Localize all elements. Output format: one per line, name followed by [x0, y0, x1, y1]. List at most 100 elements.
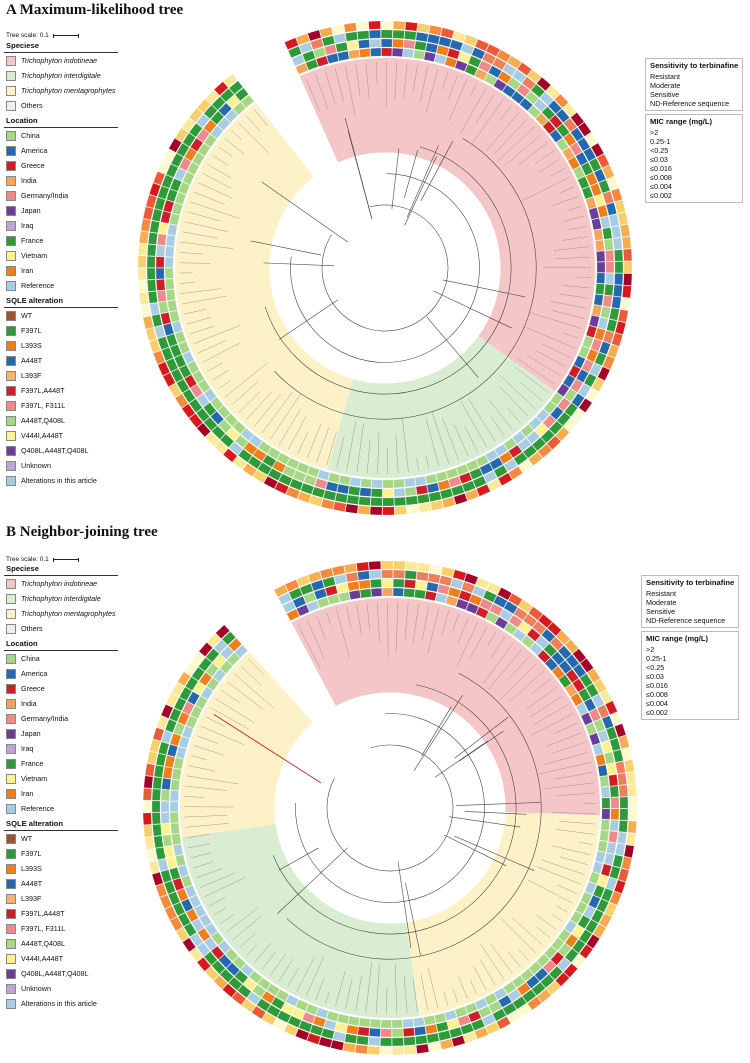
leaf-branch [184, 308, 207, 315]
annotation-cell [369, 29, 381, 39]
annotation-cell [562, 147, 575, 161]
annotation-cell [512, 69, 527, 84]
annotation-cell [171, 768, 182, 780]
annotation-cell [426, 482, 440, 493]
leaf-branch [553, 246, 590, 251]
annotation-cell [594, 352, 607, 366]
annotation-cell [456, 463, 469, 476]
annotation-cell [249, 434, 263, 448]
internal-branch [413, 694, 464, 771]
sensitivity-legend-title: Sensitivity to terbinafine [646, 578, 735, 587]
sqle-legend-title: SQLE alteration [4, 295, 118, 308]
mic-legend-item: ≤0.008 [646, 690, 734, 699]
internal-branch [278, 847, 319, 871]
annotation-cell [167, 744, 178, 757]
annotation-cell [149, 220, 160, 234]
annotation-cell [189, 123, 203, 138]
annotation-cell [154, 197, 166, 211]
location-legend-item: China [4, 128, 118, 143]
legend-swatch [6, 100, 16, 111]
leaf-branch [520, 382, 543, 401]
leaf-branch [530, 713, 574, 736]
annotation-cell [234, 970, 249, 984]
annotation-cell [563, 417, 578, 432]
annotation-cell [342, 1042, 356, 1053]
location-legend-item: France [4, 756, 118, 771]
annotation-cell [578, 398, 593, 413]
annotation-cell [542, 414, 557, 429]
annotation-cell [206, 677, 220, 691]
annotation-cell [621, 747, 633, 761]
annotation-cell [460, 1023, 474, 1035]
annotation-cell [428, 1041, 442, 1052]
location-legend-item: Iran [4, 263, 118, 278]
annotation-cell [488, 65, 502, 78]
leaf-branch [279, 409, 301, 445]
annotation-cell [359, 48, 371, 58]
annotation-cell [544, 657, 558, 672]
annotation-cell [563, 132, 577, 147]
leaf-branch [403, 976, 408, 1014]
annotation-cell [414, 589, 426, 599]
annotation-cell [424, 590, 437, 601]
annotation-cell [343, 22, 357, 33]
annotation-cell [219, 968, 234, 983]
annotation-cell [178, 341, 190, 354]
leaf-branch [489, 942, 513, 974]
sqle-legend-item: Alterations in this article [4, 996, 118, 1011]
location-legend-item: Reference [4, 278, 118, 293]
tree-scale-label-b: Tree scale: 0.1 [6, 556, 49, 563]
annotation-cell [139, 292, 149, 305]
legend-label: India [21, 699, 37, 708]
leaf-branch [239, 933, 256, 949]
legend-label: Trichophyton mentagrophytes [21, 609, 116, 618]
annotation-cell [177, 864, 189, 878]
annotation-cell [414, 476, 427, 486]
leaf-branch [377, 432, 380, 474]
annotation-cell [147, 244, 157, 257]
legend-swatch [6, 280, 16, 291]
annotation-cell [359, 588, 372, 599]
annotation-cell [618, 784, 628, 797]
annotation-cell [143, 788, 152, 801]
internal-branch [272, 684, 517, 935]
leaf-branch [552, 196, 579, 206]
legend-label: Iran [21, 266, 34, 275]
location-legend-item: Germany/India [4, 188, 118, 203]
annotation-cell [162, 148, 176, 164]
leaf-branch [559, 856, 588, 865]
legend-swatch [6, 160, 16, 171]
annotation-cell [518, 459, 533, 473]
leaf-branch [464, 425, 478, 452]
annotation-cell [417, 493, 430, 504]
annotation-cell [165, 358, 179, 372]
annotation-cell [369, 38, 381, 48]
leaf-branch [315, 977, 325, 1001]
sqle-legend-item: L393S [4, 338, 118, 353]
annotation-cell [517, 621, 532, 635]
annotation-cell [300, 482, 314, 495]
annotation-cell [347, 1015, 360, 1026]
leaf-branch [224, 362, 268, 398]
annotation-cell [589, 315, 600, 328]
annotation-cell [595, 851, 606, 864]
annotation-cell [232, 956, 246, 970]
leaf-branch [355, 64, 361, 96]
species-legend-item: Trichophyton interdigitale [4, 591, 118, 606]
annotation-cell [588, 207, 600, 220]
annotation-cell [346, 40, 359, 51]
annotation-cell [391, 1028, 404, 1038]
leaf-branch [578, 841, 593, 845]
mic-legend-item: ≤0.016 [650, 164, 738, 173]
annotation-cell [380, 20, 393, 30]
annotation-cell [507, 988, 522, 1002]
annotation-cell [247, 455, 262, 470]
legend-swatch [6, 190, 16, 201]
annotation-cell [293, 470, 307, 483]
legend-label: F397L, F311L [21, 401, 66, 410]
annotation-cell [612, 854, 624, 868]
annotation-cell [203, 134, 217, 148]
internal-branch [433, 290, 512, 329]
annotation-cell [512, 996, 527, 1010]
